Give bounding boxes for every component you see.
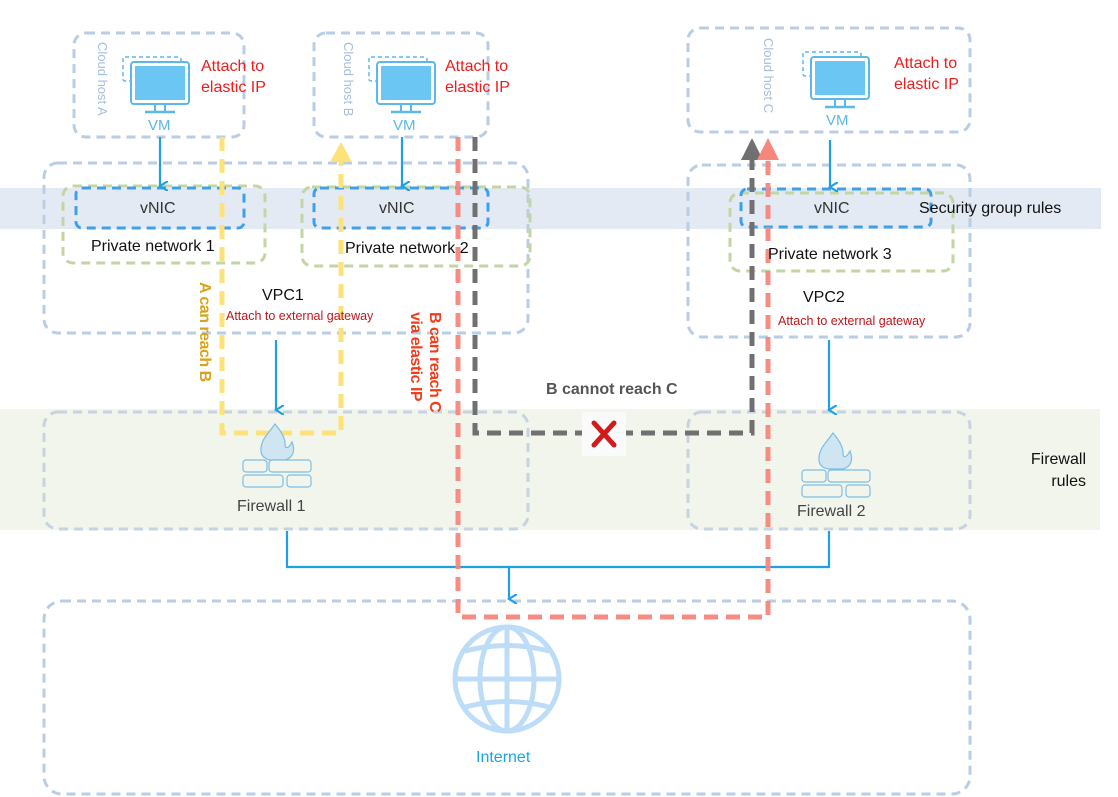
firewall-1-box bbox=[42, 410, 530, 531]
vm-a-label: VM bbox=[148, 117, 171, 134]
path-a-to-b-label: A can reach B bbox=[196, 282, 213, 382]
elastic-ip-c-line1: Attach to bbox=[894, 55, 958, 72]
path-b-to-c-elastic-arrowhead bbox=[757, 138, 779, 160]
elastic-ip-b-line1: Attach to bbox=[445, 58, 509, 75]
elastic-ip-b-line2: elastic IP bbox=[445, 79, 510, 96]
private-network-3-box bbox=[728, 191, 955, 273]
vm-monitor-icon-c bbox=[802, 51, 870, 109]
vnic-3-box bbox=[739, 187, 933, 229]
path-b-to-c-line1: B can reach C bbox=[426, 312, 443, 413]
firewall-icon-1 bbox=[242, 423, 312, 488]
vm-monitor-icon-a bbox=[122, 56, 190, 114]
vpc1-gateway-label: Attach to external gateway bbox=[226, 309, 374, 323]
vpc2-gateway-label: Attach to external gateway bbox=[778, 314, 926, 328]
path-b-to-c-elastic bbox=[455, 137, 771, 620]
cloud-host-a-label: Cloud host A bbox=[95, 42, 110, 116]
firewall-2-label: Firewall 2 bbox=[797, 503, 866, 520]
firewall-1-label: Firewall 1 bbox=[237, 498, 306, 515]
firewall-rules-label: Firewall rules bbox=[1018, 449, 1086, 493]
elastic-ip-c-line2: elastic IP bbox=[894, 76, 959, 93]
elastic-ip-a-line1: Attach to bbox=[201, 58, 265, 75]
cloud-host-b-label: Cloud host B bbox=[341, 42, 356, 117]
firewall-rules-band bbox=[0, 409, 1100, 530]
private-network-2-label: Private network 2 bbox=[345, 240, 469, 257]
vpc1-label: VPC1 bbox=[262, 287, 304, 304]
cloud-host-c-box bbox=[686, 26, 972, 134]
firewall-rules-line1: Firewall bbox=[1030, 451, 1086, 468]
cloud-host-b-box bbox=[312, 31, 490, 139]
globe-icon bbox=[452, 624, 562, 734]
path-b-to-c-line2: via elastic IP bbox=[407, 312, 424, 402]
elastic-ip-a-line2: elastic IP bbox=[201, 79, 266, 96]
path-a-to-b bbox=[219, 137, 344, 436]
path-a-to-b-arrowhead bbox=[330, 142, 352, 162]
elastic-ip-b-label: Attach to elastic IP bbox=[445, 56, 510, 98]
security-group-band bbox=[0, 188, 1101, 229]
security-group-rules-label: Security group rules bbox=[919, 200, 1062, 217]
private-network-1-label: Private network 1 bbox=[91, 238, 215, 255]
vnic-3-label: vNIC bbox=[814, 200, 850, 217]
elastic-ip-c-label: Attach to elastic IP bbox=[894, 53, 959, 95]
path-b-cannot-c-arrowhead bbox=[741, 138, 763, 160]
internet-label: Internet bbox=[476, 749, 531, 766]
firewall-icon-2 bbox=[801, 432, 871, 498]
firewall-rules-line2: rules bbox=[1051, 473, 1086, 490]
blocked-x-icon bbox=[591, 420, 617, 448]
private-network-3-label: Private network 3 bbox=[768, 246, 892, 263]
path-b-cannot-c-label: B cannot reach C bbox=[546, 381, 678, 398]
vpc2-label: VPC2 bbox=[803, 289, 845, 306]
vpc1-box bbox=[42, 161, 530, 335]
link-firewalls-to-internet bbox=[285, 531, 831, 569]
vm-monitor-icon-b bbox=[368, 56, 436, 114]
cloud-host-c-label: Cloud host C bbox=[761, 38, 776, 114]
path-b-to-c-label: B can reach C via elastic IP bbox=[406, 312, 444, 412]
internet-box bbox=[42, 599, 972, 796]
vm-b-label: VM bbox=[393, 117, 416, 134]
vnic-1-label: vNIC bbox=[140, 200, 176, 217]
path-b-cannot-c bbox=[472, 137, 755, 436]
elastic-ip-a-label: Attach to elastic IP bbox=[201, 56, 266, 98]
vnic-2-label: vNIC bbox=[379, 200, 415, 217]
vm-c-label: VM bbox=[826, 112, 849, 129]
